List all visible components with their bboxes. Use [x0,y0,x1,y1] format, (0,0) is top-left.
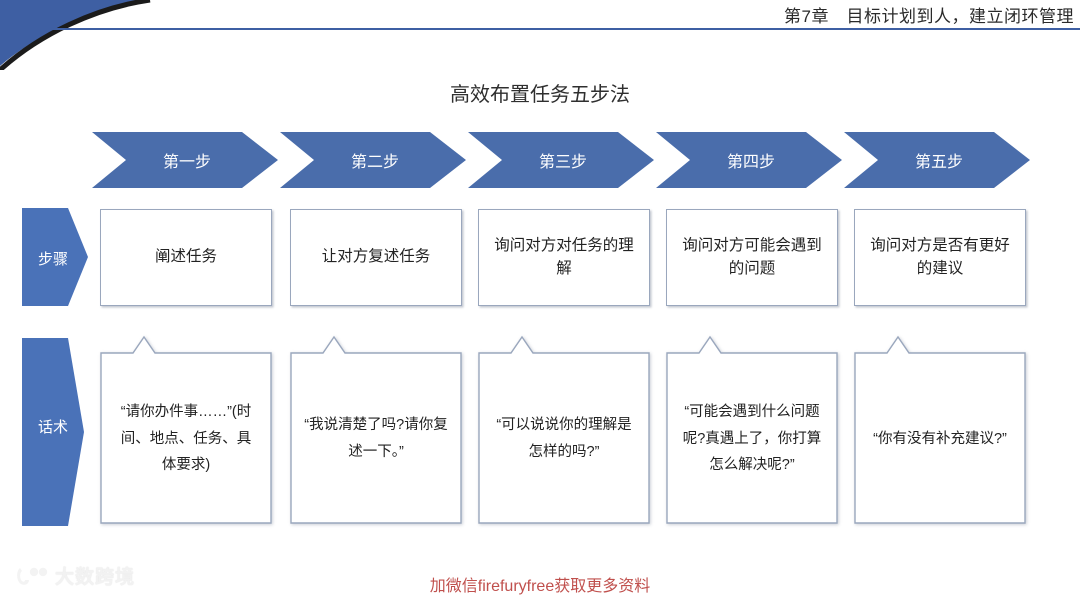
script-bubble-3[interactable]: “可以说说你的理解是怎样的吗?” [478,335,650,524]
script-bubble-1-text: “请你办件事……”(时间、地点、任务、具体要求) [120,403,252,474]
step-box-1-text: 阐述任务 [154,248,217,266]
script-bubble-1-textwrap: “请你办件事……”(时间、地点、任务、具体要求) [100,354,272,524]
script-bubble-2-text: “我说清楚了吗?请你复述一下。” [304,417,448,460]
chevron-5 [844,132,1030,188]
step-box-5-text: 询问对方是否有更好的建议 [870,237,1010,277]
row-label-scripts-text: 话术 [37,419,68,436]
script-bubble-5-textwrap: “你有没有补充建议?” [854,354,1026,524]
chevron-2 [280,132,466,188]
step-box-5[interactable]: 询问对方是否有更好的建议 [854,209,1026,306]
chevron-4 [656,132,842,188]
row-label-scripts-shape [22,338,84,526]
step-box-2-text: 让对方复述任务 [321,248,431,266]
step-box-1[interactable]: 阐述任务 [100,209,272,306]
script-bubble-5-shape [854,335,1026,524]
row-label-steps-shape [22,208,88,306]
chevron-3 [468,132,654,188]
script-bubble-3-textwrap: “可以说说你的理解是怎样的吗?” [478,354,650,524]
script-bubble-1[interactable]: “请你办件事……”(时间、地点、任务、具体要求) [100,335,272,524]
chevron-1 [92,132,278,188]
step-box-2[interactable]: 让对方复述任务 [290,209,462,306]
script-bubble-4-shape [666,335,838,524]
script-bubble-5[interactable]: “你有没有补充建议?” [854,335,1026,524]
chevron-arrows [92,132,1030,188]
header-bar: 第7章 目标计划到人，建立闭环管理 [0,0,1080,28]
step-box-3[interactable]: 询问对方对任务的理解 [478,209,650,306]
script-bubble-2[interactable]: “我说清楚了吗?请你复述一下。” [290,335,462,524]
watermark-logo-icon [17,567,48,585]
script-bubble-3-text: “可以说说你的理解是怎样的吗?” [496,417,632,460]
watermark-text: 大数跨境 [55,567,136,588]
header-divider [0,28,1080,30]
watermark: 大数跨境 [14,562,135,589]
step-arrow-row: 第一步 第二步 第三步 第四步 第五步 [92,128,1030,192]
footer-note: 加微信firefuryfree获取更多资料 [429,578,651,595]
step-box-4[interactable]: 询问对方可能会遇到的问题 [666,209,838,306]
script-bubble-4-text: “可能会遇到什么问题呢?真遇上了，你打算怎么解决呢?” [682,403,822,474]
step-box-4-text: 询问对方可能会遇到的问题 [682,237,822,277]
script-bubble-4-textwrap: “可能会遇到什么问题呢?真遇上了，你打算怎么解决呢?” [666,354,838,524]
step-box-3-text: 询问对方对任务的理解 [494,237,634,277]
page-title: 第7章 目标计划到人，建立闭环管理 [784,7,1074,26]
diagram-title: 高效布置任务五步法 [450,84,630,106]
script-bubble-4[interactable]: “可能会遇到什么问题呢?真遇上了，你打算怎么解决呢?” [666,335,838,524]
row-label-scripts: 话术 [22,338,88,531]
row-label-steps: 步骤 [22,208,88,311]
script-bubble-3-shape [478,335,650,524]
script-bubble-1-shape [100,335,272,524]
row-label-steps-text: 步骤 [37,251,68,268]
script-bubble-5-text: “你有没有补充建议?” [873,430,1007,447]
script-bubble-2-textwrap: “我说清楚了吗?请你复述一下。” [290,354,462,524]
script-bubble-2-shape [290,335,462,524]
